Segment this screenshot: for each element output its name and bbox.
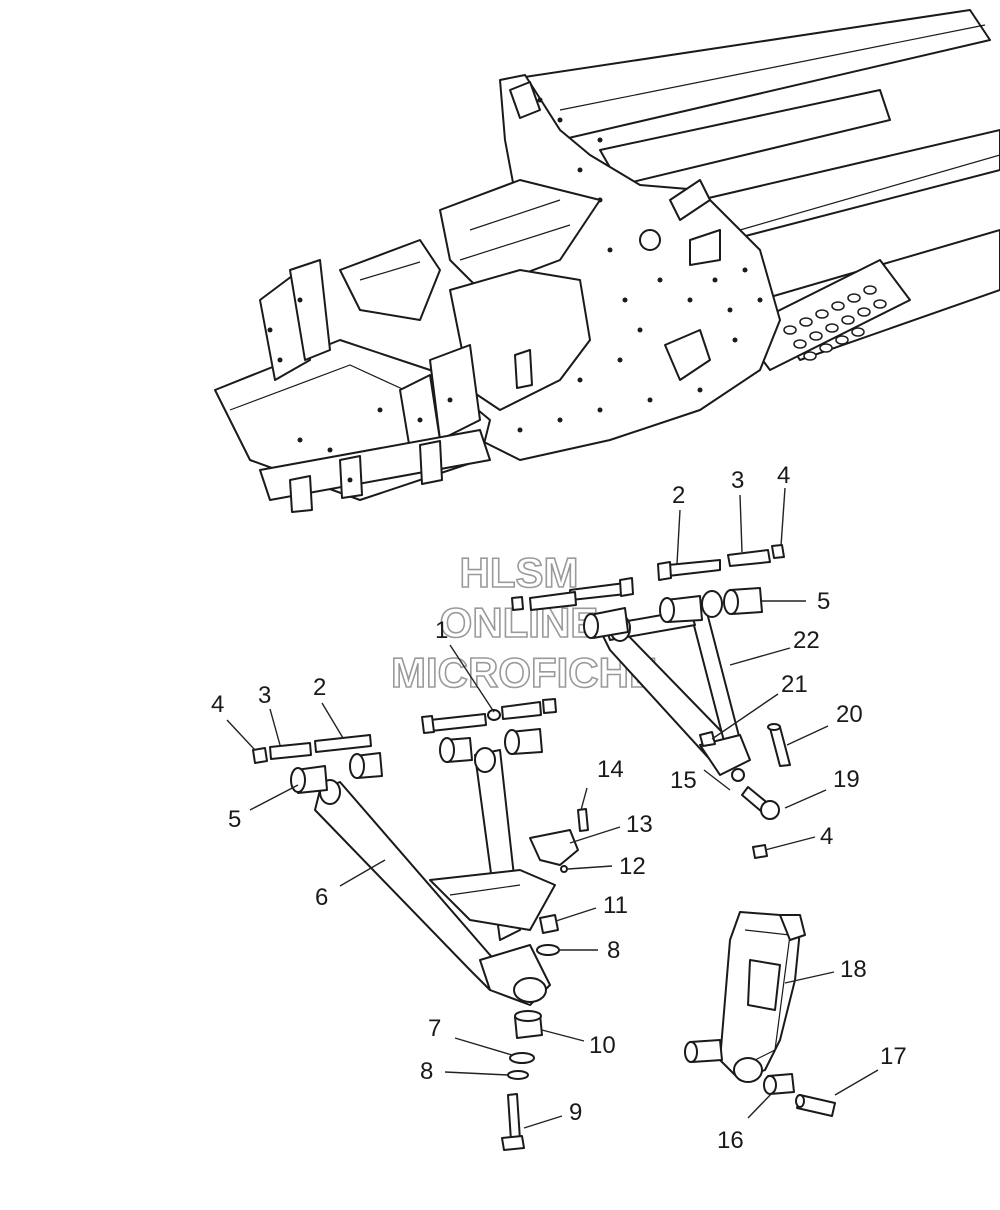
lower-bushings [290,728,543,794]
callout-22: 22 [793,627,820,654]
callout-2-right: 2 [672,482,685,509]
callout-10: 10 [589,1032,616,1059]
callout-14: 14 [597,756,624,783]
callout-16: 16 [717,1127,744,1154]
callout-13: 13 [626,811,653,838]
perforated-deck [739,259,911,371]
callout-5-left: 5 [228,806,241,833]
callout-15: 15 [670,767,697,794]
lower-bolts-spacers [252,698,557,764]
callout-7: 7 [428,1015,441,1042]
callout-6: 6 [315,884,328,911]
leader-lines [226,487,879,1129]
callout-12: 12 [619,853,646,880]
tie-rod-end-and-bolt [699,723,791,859]
upper-bushings [583,587,763,639]
watermark: HLSM ONLINE MICROFICHE [390,548,658,697]
callout-4-left: 4 [211,691,224,718]
callout-19: 19 [833,766,860,793]
callout-1: 1 [435,617,448,644]
upper-bolts-spacers [511,544,785,611]
watermark-line-3: MICROFICHE [391,649,657,696]
lower-a-arm-part-6 [314,747,556,1006]
chassis-frame [214,9,1000,513]
spindle-part-18 [684,911,806,1083]
callout-8-upper: 8 [607,937,620,964]
callout-9: 9 [569,1099,582,1126]
callout-labels: 2 3 4 5 22 21 20 19 15 4 1 2 3 4 5 6 14 … [211,462,907,1154]
callout-3-right: 3 [731,467,744,494]
callout-5-right: 5 [817,588,830,615]
callout-2-left: 2 [313,674,326,701]
callout-4-right-top: 4 [777,462,790,489]
callout-4-right-bottom: 4 [820,823,833,850]
watermark-line-1: HLSM [460,549,579,596]
spindle-bushing-and-bolt [763,1073,836,1117]
callout-17: 17 [880,1043,907,1070]
ball-joint-hardware [501,808,589,1151]
callout-18: 18 [840,956,867,983]
callout-11: 11 [603,892,628,919]
callout-8-lower: 8 [420,1058,433,1085]
callout-20: 20 [836,701,863,728]
callout-3-left: 3 [258,682,271,709]
callout-21: 21 [781,671,808,698]
